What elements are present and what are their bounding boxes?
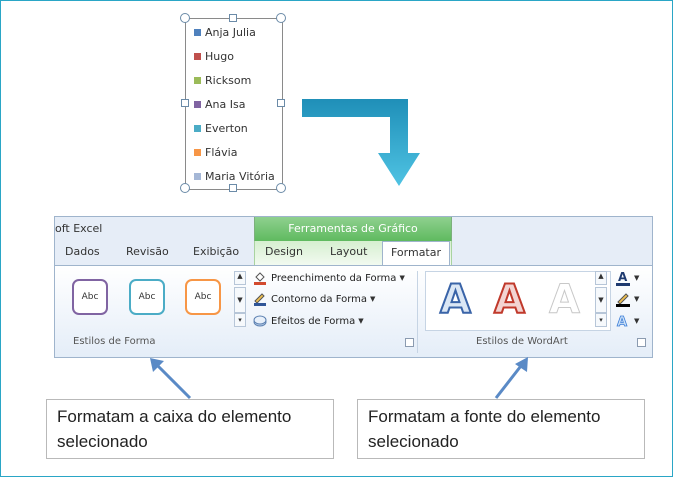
legend-label: Maria Vitória [205, 169, 275, 183]
shape-style-text: Abc [194, 292, 212, 302]
legend-swatch [194, 100, 201, 108]
dropdown-caret-icon: ▼ [358, 317, 364, 325]
legend-item: Ricksom [194, 73, 251, 87]
resize-handle-top-right[interactable] [276, 13, 286, 23]
svg-text:A: A [618, 270, 628, 284]
shape-outline-label: Contorno da Forma [271, 293, 368, 305]
legend-item: Ana Isa [194, 97, 245, 111]
legend-label: Ana Isa [205, 97, 246, 111]
app-title: oft Excel [55, 222, 103, 235]
bent-arrow-icon [302, 99, 420, 186]
legend-swatch [194, 172, 201, 180]
paint-bucket-icon [253, 271, 267, 285]
legend-swatch [194, 28, 201, 36]
tab-design[interactable]: Design [265, 245, 303, 258]
pointer-arrow-right-icon [494, 357, 528, 399]
tab-dados[interactable]: Dados [65, 245, 100, 258]
shape-outline-button[interactable]: Contorno da Forma▼ [253, 291, 375, 307]
legend-item: Maria Vitória [194, 169, 275, 183]
legend-swatch [194, 148, 201, 156]
text-effects-button[interactable]: A▼ [615, 313, 643, 329]
resize-handle-left[interactable] [181, 99, 189, 107]
shape-fill-label: Preenchimento da Forma [271, 272, 397, 284]
tab-revisao[interactable]: Revisão [126, 245, 169, 258]
shape-style-text: Abc [81, 292, 99, 302]
legend-item: Hugo [194, 49, 234, 63]
tab-formatar[interactable]: Formatar [382, 241, 450, 265]
resize-handle-bottom-right[interactable] [276, 183, 286, 193]
wordart-style-white[interactable]: A [549, 277, 581, 324]
text-fill-button[interactable]: A▼ [615, 270, 643, 286]
legend-label: Hugo [205, 49, 234, 63]
legend-item: Anja Julia [194, 25, 256, 39]
svg-text:A: A [617, 315, 627, 329]
tab-layout[interactable]: Layout [330, 245, 368, 258]
pointer-arrow-left-icon [150, 358, 192, 400]
legend-label: Everton [205, 121, 248, 135]
group-separator [417, 271, 418, 353]
resize-handle-top-left[interactable] [180, 13, 190, 23]
dropdown-caret-icon: ▼ [370, 295, 376, 303]
wordart-styles-group-label: Estilos de WordArt [476, 336, 568, 347]
shape-styles-launcher-icon[interactable] [405, 338, 414, 347]
wordart-more-button[interactable]: ▾ [595, 313, 607, 327]
text-outline-button[interactable]: ▼ [615, 291, 643, 307]
callout-wordart-styles: Formatam a fonte do elemento selecionado [357, 399, 645, 459]
legend-swatch [194, 124, 201, 132]
text-outline-icon [616, 293, 630, 307]
dropdown-caret-icon: ▼ [634, 295, 640, 303]
wordart-style-red[interactable]: A [493, 276, 526, 324]
wordart-style-blue[interactable]: A [439, 276, 472, 324]
legend-swatch [194, 76, 201, 84]
resize-handle-bottom-left[interactable] [180, 183, 190, 193]
gallery-scroll-down-button[interactable]: ▼ [234, 287, 246, 313]
wordart-styles-launcher-icon[interactable] [637, 338, 646, 347]
wordart-scroll-down-button[interactable]: ▼ [595, 287, 607, 313]
dropdown-caret-icon: ▼ [634, 274, 640, 282]
shape-styles-group-label: Estilos de Forma [73, 336, 156, 347]
resize-handle-right[interactable] [277, 99, 285, 107]
legend-item: Flávia [194, 145, 237, 159]
callout-right-text: Formatam a fonte do elemento selecionado [368, 407, 601, 451]
resize-handle-bottom[interactable] [229, 184, 237, 192]
gallery-scroll-up-button[interactable]: ▲ [234, 271, 246, 285]
shape-style-orange[interactable]: Abc [185, 279, 221, 315]
shape-style-purple[interactable]: Abc [72, 279, 108, 315]
shape-effects-button[interactable]: Efeitos de Forma▼ [253, 313, 364, 329]
shape-style-blue[interactable]: Abc [129, 279, 165, 315]
legend-item: Everton [194, 121, 248, 135]
chart-legend[interactable]: Anja Julia Hugo Ricksom Ana Isa Everton … [185, 18, 283, 190]
chart-tools-header: Ferramentas de Gráfico [254, 217, 452, 243]
shape-effects-label: Efeitos de Forma [271, 315, 356, 327]
legend-swatch [194, 52, 201, 60]
wordart-gallery [425, 271, 611, 331]
wordart-scroll-up-button[interactable]: ▲ [595, 271, 607, 285]
resize-handle-top[interactable] [229, 14, 237, 22]
callout-left-text: Formatam a caixa do elemento selecionado [57, 407, 292, 451]
tab-exibicao[interactable]: Exibição [193, 245, 240, 258]
shape-style-text: Abc [138, 292, 156, 302]
legend-label: Ricksom [205, 73, 252, 87]
chart-tools-label: Ferramentas de Gráfico [288, 222, 418, 235]
text-fill-icon: A [616, 270, 630, 286]
shape-fill-button[interactable]: Preenchimento da Forma▼ [253, 270, 405, 286]
excel-ribbon: oft Excel Ferramentas de Gráfico Dados R… [54, 216, 653, 358]
dropdown-caret-icon: ▼ [399, 274, 405, 282]
dropdown-caret-icon: ▼ [634, 317, 640, 325]
pencil-icon [253, 292, 267, 306]
callout-shape-styles: Formatam a caixa do elemento selecionado [46, 399, 334, 459]
legend-label: Anja Julia [205, 25, 256, 39]
tab-formatar-label: Formatar [390, 246, 442, 259]
gallery-more-button[interactable]: ▾ [234, 313, 246, 327]
legend-label: Flávia [205, 145, 238, 159]
text-effects-icon: A [617, 315, 628, 329]
shape-effects-icon [253, 314, 267, 328]
